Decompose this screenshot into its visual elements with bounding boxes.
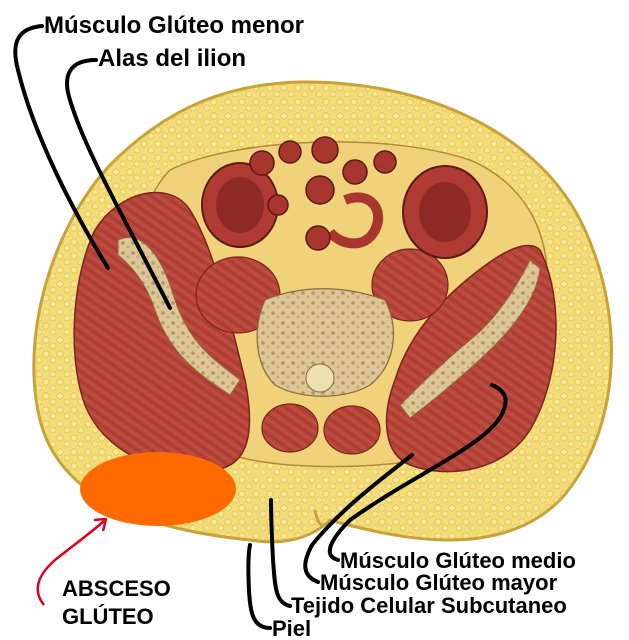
leader-gluteo-mayor [303,453,414,584]
spinal-canal [305,363,335,393]
abscess-arrow [36,520,105,606]
label-alas-ilion: Alas del ilion [98,45,246,72]
leader-piel [246,543,272,630]
right-paraspinal [323,405,381,455]
gluteal-cleft [313,509,332,527]
label-piel: Piel [272,616,311,640]
label-absceso-line1: ABSCESO [62,576,171,601]
label-gluteo-mayor: Músculo Glúteo mayor [320,570,558,595]
left-iliac-wing [117,237,241,396]
right-iliopsoas [371,248,449,322]
abscess-arrowhead [93,517,108,532]
intestines [201,136,488,259]
leader-tejido-celular [269,498,292,608]
label-gluteo-medio: Músculo Glúteo medio [340,548,576,573]
label-gluteo-menor: Músculo Glúteo menor [44,12,304,39]
sacrum [256,288,395,397]
gluteal-abscess [80,452,236,526]
label-tejido-celular: Tejido Celular Subcutaneo [291,593,567,618]
left-gluteal-muscles [73,191,251,473]
leader-gluteo-medio [327,383,508,562]
label-absceso-line2: GLÚTEO [62,604,154,629]
left-paraspinal [261,403,319,453]
leader-lines [13,24,508,630]
right-iliac-wing [399,259,541,419]
leader-gluteo-menor [13,24,110,270]
leader-alas-ilion [65,58,172,310]
